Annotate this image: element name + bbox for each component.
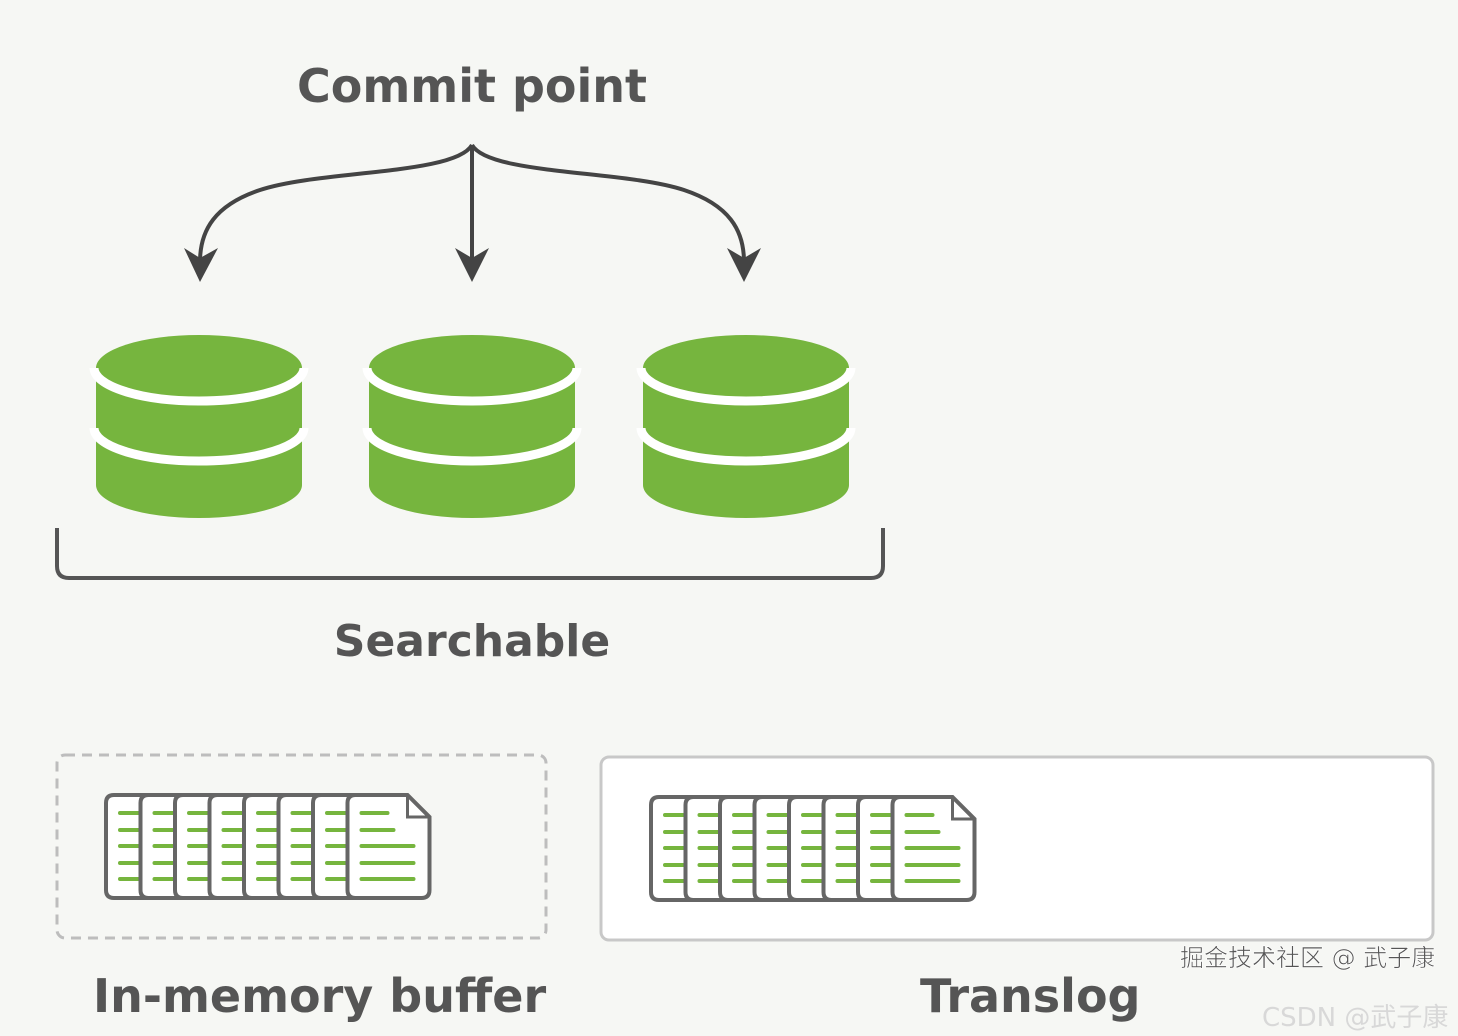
segments bbox=[89, 335, 856, 518]
arrow-left bbox=[198, 143, 474, 263]
segment-divider bbox=[362, 427, 582, 466]
searchable-label: Searchable bbox=[334, 616, 610, 667]
csdn-watermark: CSDN @武子康 bbox=[1262, 1003, 1448, 1033]
document-icon bbox=[345, 793, 432, 900]
segment-divider bbox=[89, 367, 309, 406]
arrowhead-middle bbox=[455, 248, 489, 282]
document-fold bbox=[406, 795, 430, 819]
segment-divider bbox=[89, 427, 309, 466]
segment-divider bbox=[636, 427, 856, 466]
document-icon bbox=[890, 795, 977, 902]
in-memory-buffer-box bbox=[55, 753, 548, 940]
segment-body bbox=[96, 368, 302, 518]
translog-documents bbox=[649, 795, 977, 902]
segment-top bbox=[369, 335, 575, 401]
arrow-right bbox=[470, 143, 746, 263]
in-memory-buffer-label: In-memory buffer bbox=[93, 969, 546, 1023]
segment-top bbox=[643, 335, 849, 401]
segment-divider bbox=[636, 367, 856, 406]
commit-arrows bbox=[198, 143, 746, 263]
juejin-watermark: 掘金技术社区 @ 武子康 bbox=[1180, 944, 1435, 972]
arrowheads bbox=[184, 248, 761, 282]
segment-body bbox=[643, 368, 849, 518]
segment-database-icon bbox=[362, 335, 582, 518]
arrowhead-right bbox=[727, 248, 761, 282]
arrowhead-left bbox=[184, 248, 218, 282]
segment-body bbox=[369, 368, 575, 518]
searchable-bracket bbox=[55, 528, 885, 580]
segment-database-icon bbox=[89, 335, 309, 518]
segment-database-icon bbox=[636, 335, 856, 518]
segment-divider bbox=[362, 367, 582, 406]
translog-label: Translog bbox=[920, 969, 1140, 1023]
segment-top bbox=[96, 335, 302, 401]
commit-point-label: Commit point bbox=[297, 59, 647, 113]
document-fold bbox=[951, 797, 975, 821]
buffer-documents bbox=[104, 793, 432, 900]
